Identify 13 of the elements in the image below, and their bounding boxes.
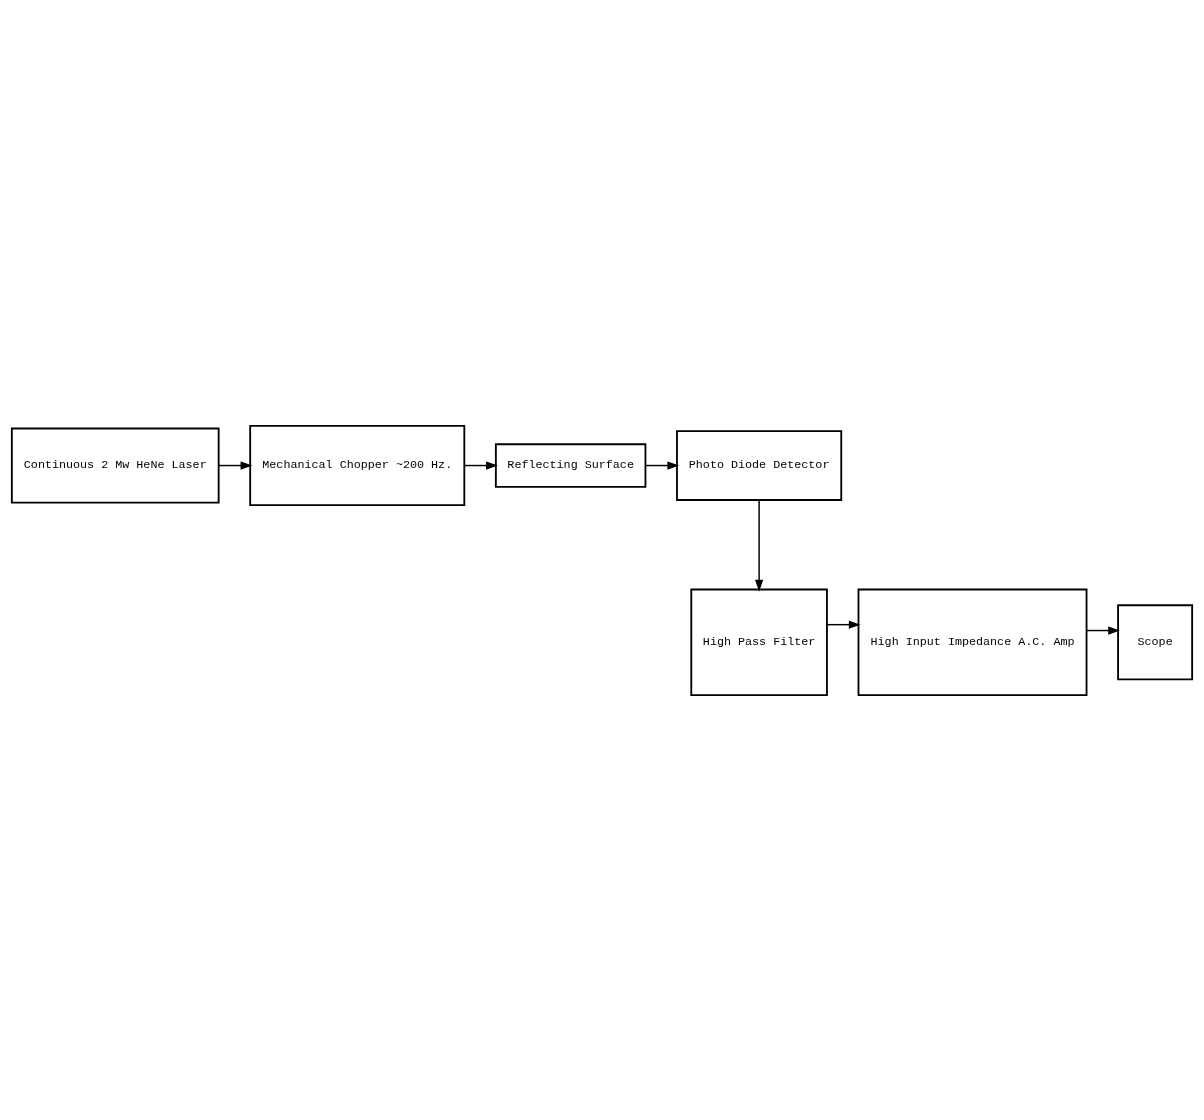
arrow [218,460,253,470]
node-box: Photo Diode Detector [676,429,843,501]
node-box: Mechanical Chopper ~200 Hz. [249,424,466,506]
node-box: High Input Impedance A.C. Amp [857,588,1088,696]
arrow [1085,625,1120,635]
node-box: Reflecting Surface [494,442,647,488]
arrow [463,460,498,470]
node-box: High Pass Filter [690,588,828,696]
node-box: Scope [1117,603,1194,680]
node-box: Continuous 2 Mw HeNe Laser [10,427,220,503]
arrow [826,620,861,629]
arrow [755,498,764,592]
arrow [644,460,680,470]
